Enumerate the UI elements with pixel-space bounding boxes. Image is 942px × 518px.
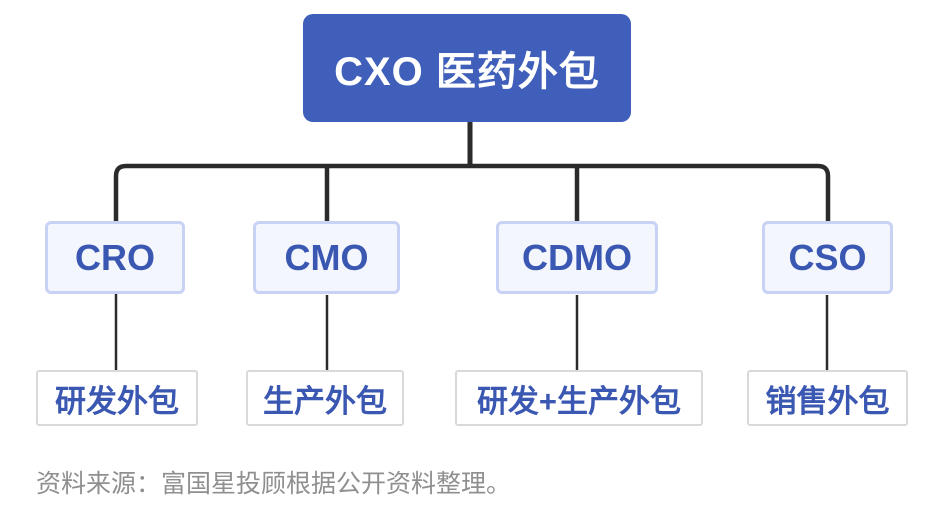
leaf-cmo-label: 生产外包 [263, 383, 387, 419]
node-cdmo: CDMO [496, 221, 658, 294]
source-note: 资料来源：富国星投顾根据公开资料整理。 [36, 470, 512, 498]
leaf-cso-label: 销售外包 [765, 383, 890, 419]
node-cro-label: CRO [75, 236, 155, 278]
node-cso-label: CSO [788, 236, 867, 278]
node-cmo-label: CMO [284, 236, 369, 278]
root-node-label: CXO 医药外包 [334, 50, 600, 94]
leaf-cdmo-label: 研发+生产外包 [476, 383, 682, 419]
node-cdmo-label: CDMO [522, 236, 632, 278]
leaf-node-cso-desc: 销售外包 [747, 370, 908, 426]
leaf-node-cdmo-desc: 研发+生产外包 [455, 370, 703, 426]
node-cro: CRO [45, 221, 185, 294]
root-node-cxo: CXO 医药外包 [303, 14, 631, 122]
leaf-node-cro-desc: 研发外包 [36, 370, 198, 426]
leaf-cro-label: 研发外包 [55, 383, 179, 419]
branch-trunk-line [113, 163, 831, 227]
leaf-node-cmo-desc: 生产外包 [246, 370, 404, 426]
node-cmo: CMO [253, 221, 400, 294]
node-cso: CSO [762, 221, 893, 294]
